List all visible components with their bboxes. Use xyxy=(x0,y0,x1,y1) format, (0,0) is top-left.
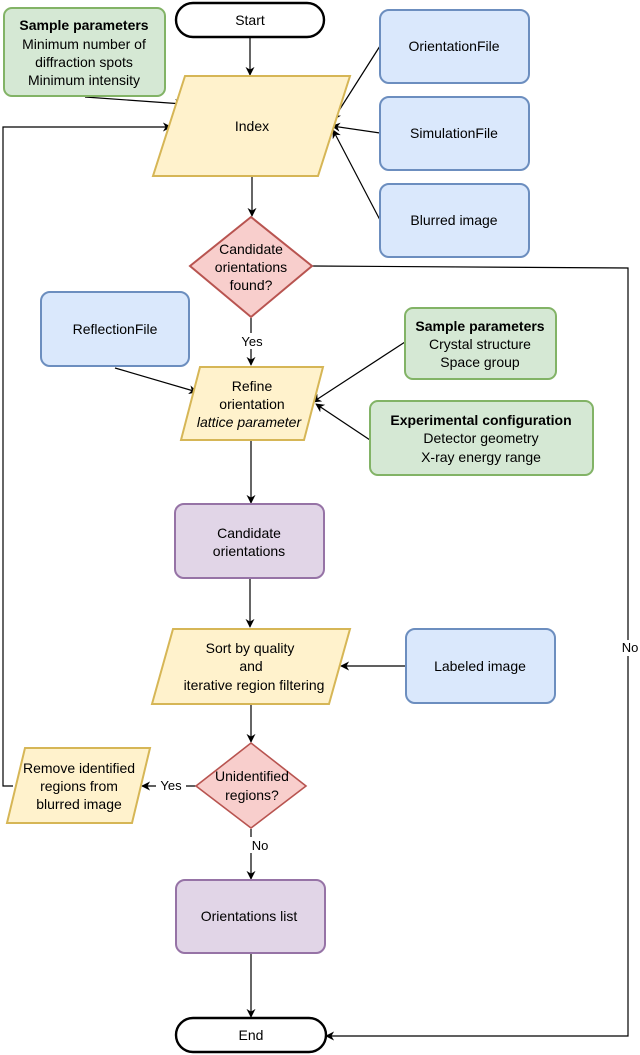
remove-node: Remove identified regions from blurred i… xyxy=(5,747,152,824)
sample-parameters-mid-line2: Space group xyxy=(440,354,520,370)
edge-label-bg xyxy=(156,778,186,794)
edge-sample-params-index xyxy=(84,96,184,108)
candidate-orientations-line2: orientations xyxy=(213,543,285,559)
edge-label-bg xyxy=(247,837,273,853)
blurred-image-box: Blurred image xyxy=(379,183,530,258)
orientation-file-label: OrientationFile xyxy=(408,38,499,54)
orientation-file-box: OrientationFile xyxy=(379,9,530,84)
candidate-orientations-box: Candidate orientations xyxy=(174,503,325,579)
edge-label-bg xyxy=(616,640,640,656)
candidate-found-line3: found? xyxy=(230,277,273,293)
sample-parameters-mid-title: Sample parameters xyxy=(415,318,544,334)
experimental-config-box: Experimental configuration Detector geom… xyxy=(369,400,594,476)
edge-reflection-file-refine xyxy=(114,367,198,395)
edge-label-yes-remove: Yes xyxy=(160,778,182,793)
labeled-image-box: Labeled image xyxy=(405,628,556,704)
end-node: End xyxy=(174,1016,328,1054)
sample-parameters-top-title: Sample parameters xyxy=(19,17,148,33)
sort-line1: Sort by quality xyxy=(206,640,295,656)
edge-label-bg xyxy=(238,333,266,349)
candidate-found-line1: Candidate xyxy=(219,241,283,257)
unidentified-line1: Unidentified xyxy=(215,768,289,784)
remove-line3: blurred image xyxy=(36,796,122,812)
experimental-config-line2: X-ray energy range xyxy=(421,449,541,465)
end-label: End xyxy=(239,1027,264,1043)
start-label: Start xyxy=(235,12,265,28)
unidentified-line2: regions? xyxy=(225,787,279,803)
candidate-found-line2: orientations xyxy=(215,259,287,275)
edge-remove-index-loop xyxy=(2,122,172,787)
sample-parameters-mid-line1: Crystal structure xyxy=(429,336,531,352)
edge-simulation-file-index xyxy=(331,122,381,134)
candidate-found-decision: Candidate orientations found? xyxy=(188,215,314,319)
reflection-file-box: ReflectionFile xyxy=(40,291,190,367)
sample-parameters-top-line1: Minimum number of xyxy=(22,36,146,52)
sample-parameters-mid-box: Sample parameters Crystal structure Spac… xyxy=(404,307,557,380)
edge-blurred-image-index xyxy=(332,129,381,221)
refine-line3: lattice parameter xyxy=(197,414,303,430)
labeled-image-label: Labeled image xyxy=(434,658,526,674)
edge-label-yes-refine: Yes xyxy=(241,334,263,349)
refine-line2: orientation xyxy=(219,396,284,412)
blurred-image-label: Blurred image xyxy=(410,212,497,228)
sort-node: Sort by quality and iterative region fil… xyxy=(150,628,352,705)
remove-line1: Remove identified xyxy=(23,760,135,776)
reflection-file-label: ReflectionFile xyxy=(73,321,158,337)
index-label: Index xyxy=(235,118,269,134)
simulation-file-label: SimulationFile xyxy=(410,125,498,141)
sample-parameters-top-box: Sample parameters Minimum number of diff… xyxy=(3,7,166,97)
remove-line2: regions from xyxy=(40,778,118,794)
experimental-config-line1: Detector geometry xyxy=(423,430,538,446)
edges xyxy=(2,36,629,1041)
orientations-list-label: Orientations list xyxy=(201,908,298,924)
start-node: Start xyxy=(174,1,326,39)
edge-sample-params-mid-refine xyxy=(312,341,406,403)
unidentified-decision: Unidentified regions? xyxy=(194,741,308,830)
sort-line3: iterative region filtering xyxy=(184,677,325,693)
orientations-list-box: Orientations list xyxy=(175,879,326,954)
experimental-config-title: Experimental configuration xyxy=(390,412,571,428)
refine-line1: Refine xyxy=(232,378,273,394)
edge-experimental-config-refine xyxy=(315,403,371,441)
index-node: Index xyxy=(151,75,352,177)
refine-node: Refine orientation lattice parameter xyxy=(179,366,325,441)
edge-label-no-end: No xyxy=(622,640,639,655)
sort-line2: and xyxy=(239,658,262,674)
sample-parameters-top-line2: diffraction spots xyxy=(35,54,133,70)
edge-label-no-list: No xyxy=(252,838,269,853)
sample-parameters-top-line3: Minimum intensity xyxy=(28,72,140,88)
candidate-orientations-line1: Candidate xyxy=(217,525,281,541)
simulation-file-box: SimulationFile xyxy=(379,96,530,171)
